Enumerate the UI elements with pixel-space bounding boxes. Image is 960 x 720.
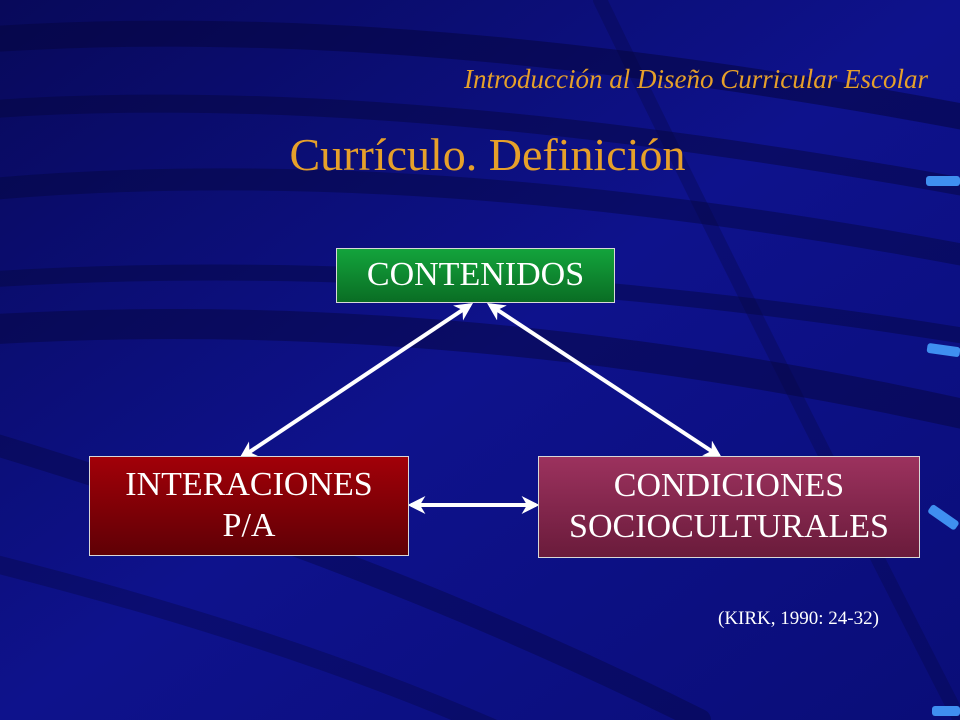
node-condiciones-line-2: SOCIOCULTURALES: [569, 508, 889, 545]
node-condiciones-line-1: CONDICIONES: [613, 467, 845, 505]
citation: (KIRK, 1990: 24-32): [718, 608, 879, 629]
node-condiciones: CONDICIONES SOCIOCULTURALES: [538, 456, 920, 558]
arrow-contenidos-condiciones: [486, 303, 723, 458]
node-contenidos: CONTENIDOS: [336, 248, 615, 303]
node-contenidos-label: CONTENIDOS: [366, 256, 585, 294]
node-interaciones-line-2: P/A: [222, 507, 276, 544]
slide-title: Currículo. Definición: [289, 129, 686, 180]
presentation-subtitle: Introducción al Diseño Curricular Escola…: [464, 64, 928, 94]
arrow-contenidos-interaciones: [239, 303, 473, 459]
node-interaciones-line-1: INTERACIONES: [125, 466, 373, 504]
node-interaciones: INTERACIONES P/A: [89, 456, 409, 556]
